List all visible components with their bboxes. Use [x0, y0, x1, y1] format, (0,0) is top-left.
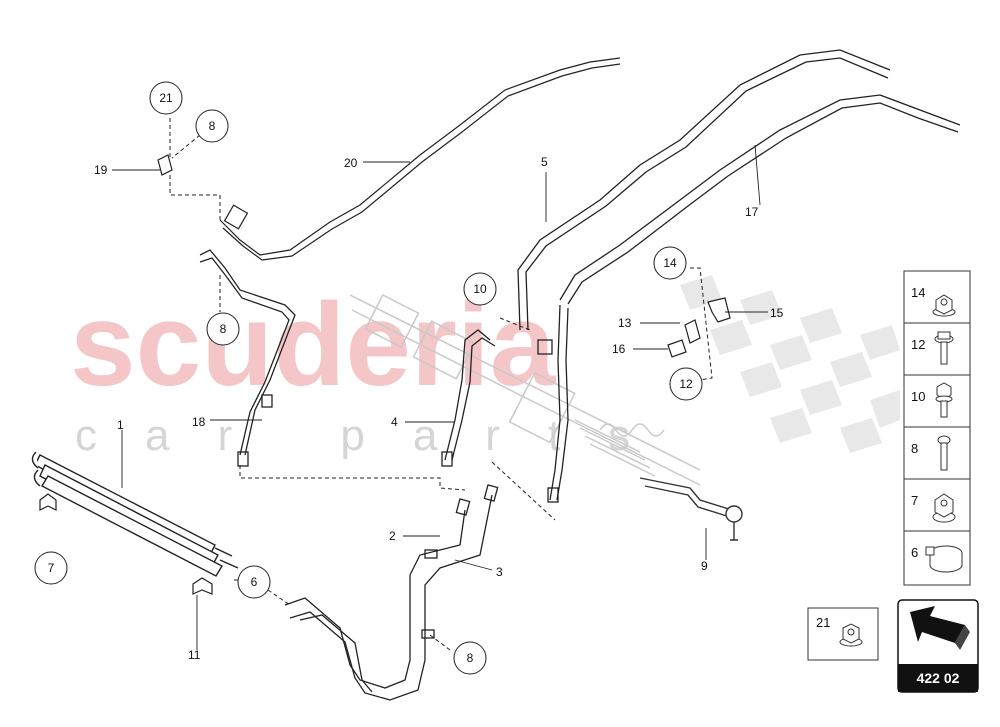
legend-box-21: 21: [807, 607, 879, 661]
hose-4: [441, 329, 496, 467]
legend-row-6: 6: [911, 545, 963, 573]
flange-nut-icon: [932, 294, 956, 317]
svg-text:8: 8: [220, 322, 227, 336]
label-9: 9: [701, 559, 708, 573]
svg-text:14: 14: [663, 256, 677, 270]
label-1: 1: [117, 418, 124, 432]
screw-icon: [937, 435, 951, 471]
callout-7: 7: [34, 551, 68, 585]
hex-nut-icon: [932, 493, 956, 523]
label-15: 15: [770, 306, 784, 320]
nut-21-icon: [839, 623, 863, 647]
svg-text:8: 8: [467, 651, 474, 665]
hose-17: [547, 94, 961, 503]
reference-badge: 422 02: [897, 599, 979, 693]
legend-row-12: 12: [911, 331, 954, 365]
legend-row-8: 8: [911, 435, 951, 471]
checkered-flag-watermark: [680, 275, 900, 453]
legend-row-10: 10: [911, 382, 953, 418]
hose-clamp-icon: [925, 545, 963, 573]
label-4: 4: [391, 415, 398, 429]
hose-lower: [284, 484, 499, 701]
svg-text:10: 10: [911, 389, 925, 404]
svg-text:12: 12: [911, 337, 925, 352]
dashed-leaders: [169, 118, 713, 651]
svg-text:7: 7: [911, 493, 918, 508]
svg-text:10: 10: [473, 282, 487, 296]
svg-text:6: 6: [911, 545, 918, 560]
svg-text:21: 21: [159, 91, 173, 105]
fastener-legend: 14 12 10 8: [903, 270, 971, 586]
callout-6: 6: [237, 565, 271, 599]
label-19: 19: [94, 163, 108, 177]
steering-rack-ghost: [349, 293, 701, 486]
tie-rod: [639, 477, 743, 541]
label-18: 18: [192, 415, 206, 429]
callout-10: 10: [463, 272, 497, 306]
direction-arrow-icon: [910, 606, 970, 650]
callout-21: 21: [149, 81, 183, 115]
svg-text:14: 14: [911, 285, 925, 300]
callout-12: 12: [669, 367, 703, 401]
label-11: 11: [188, 648, 201, 662]
svg-text:21: 21: [816, 615, 830, 630]
bracket-parts: [157, 154, 731, 358]
hose-5: [517, 49, 891, 355]
hose-20: [219, 57, 621, 261]
leader-lines: [112, 144, 768, 650]
label-3: 3: [496, 565, 503, 579]
legend-row-7: 7: [911, 493, 956, 523]
flange-bolt-icon: [934, 331, 954, 365]
label-2: 2: [389, 529, 396, 543]
callout-14: 14: [653, 246, 687, 280]
callout-8-bottom: 8: [453, 641, 487, 675]
label-16: 16: [612, 342, 626, 356]
reference-number: 422 02: [917, 670, 960, 686]
callout-8-top: 8: [195, 109, 229, 143]
part-labels: 1 2 3 4 5 9 11 13 15 16 17 18 19 20: [94, 155, 784, 662]
bolt-icon: [935, 382, 953, 418]
hose-18: [199, 249, 296, 467]
callouts: 21 8 8 10 14 12 7 6: [34, 81, 703, 675]
oil-cooler: [31, 451, 239, 577]
callout-8-mid: 8: [206, 312, 240, 346]
svg-text:7: 7: [48, 561, 55, 575]
label-17: 17: [745, 205, 759, 219]
cooler-clip: [39, 493, 213, 595]
svg-text:6: 6: [251, 575, 258, 589]
svg-text:8: 8: [209, 119, 216, 133]
label-20: 20: [344, 156, 358, 170]
watermark-sub: car parts: [75, 411, 678, 460]
label-13: 13: [618, 316, 632, 330]
svg-text:12: 12: [679, 377, 693, 391]
legend-row-14: 14: [911, 285, 956, 317]
svg-text:8: 8: [911, 441, 918, 456]
label-5: 5: [541, 155, 548, 169]
